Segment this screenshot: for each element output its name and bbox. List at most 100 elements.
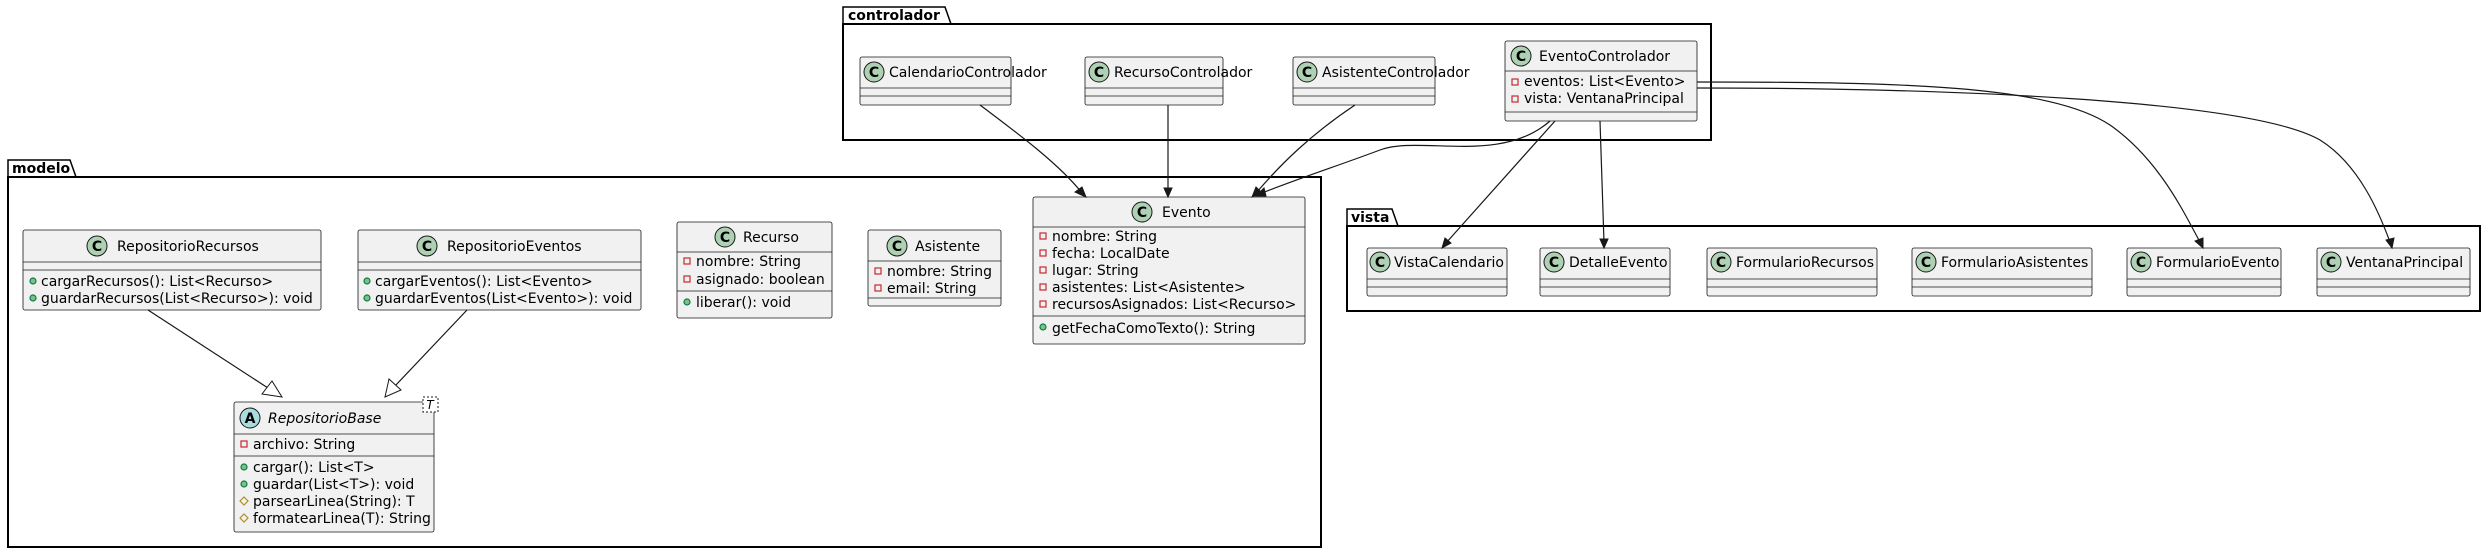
class-name: Recurso: [743, 230, 799, 246]
arrowhead: [1163, 187, 1173, 199]
class-field: archivo: String: [253, 437, 355, 453]
class-asistente[interactable]: C Asistente nombre: String email: String: [867, 229, 1002, 307]
class-detalle-evento[interactable]: C DetalleEvento: [1539, 247, 1671, 297]
private-visibility-icon: [1039, 232, 1047, 240]
class-ventana-principal[interactable]: C VentanaPrincipal: [2316, 247, 2471, 297]
class-field: vista: VentanaPrincipal: [1524, 91, 1684, 107]
class-name: AsistenteControlador: [1322, 65, 1470, 81]
class-box: [2316, 247, 2471, 297]
class-asistente-controlador[interactable]: C AsistenteControlador: [1292, 56, 1470, 106]
package-vista: vista: [1346, 208, 2481, 312]
class-box: [1539, 247, 1671, 297]
class-field: email: String: [887, 281, 977, 297]
edge-inherit-eventos: [394, 309, 468, 387]
class-name: CalendarioControlador: [889, 65, 1047, 81]
class-calendario-controlador[interactable]: C CalendarioControlador: [859, 56, 1047, 106]
class-stereotype-icon: [886, 235, 908, 257]
class-stereotype-icon: [1369, 251, 1391, 273]
class-field: lugar: String: [1052, 263, 1139, 279]
class-name: RepositorioBase: [268, 411, 381, 427]
class-box: [676, 221, 833, 319]
class-name: EventoControlador: [1539, 49, 1670, 65]
class-formulario-evento[interactable]: C FormularioEvento: [2126, 247, 2282, 297]
public-visibility-icon: [29, 277, 37, 285]
class-stereotype-icon: [1131, 201, 1153, 223]
class-name: VentanaPrincipal: [2346, 255, 2463, 271]
class-stereotype-icon: [1710, 251, 1732, 273]
class-stereotype-letter: C: [1716, 255, 1726, 271]
private-visibility-icon: [240, 440, 248, 448]
class-method: liberar(): void: [696, 295, 791, 311]
class-stereotype-letter: C: [1549, 255, 1559, 271]
class-repositorio-base[interactable]: A RepositorioBase T archivo: String carg…: [233, 396, 439, 533]
public-visibility-icon: [683, 298, 691, 306]
package-modelo-frame: [7, 176, 1322, 548]
class-stereotype-icon: [2130, 251, 2152, 273]
class-field: eventos: List<Evento>: [1524, 74, 1686, 90]
edge-calendario-to-evento: [979, 104, 1083, 194]
private-visibility-icon: [1039, 283, 1047, 291]
class-box: [1504, 40, 1698, 122]
class-repositorio-recursos[interactable]: C RepositorioRecursos cargarRecursos(): …: [22, 229, 322, 311]
inheritance-arrowhead: [261, 380, 283, 398]
class-box: [859, 56, 1012, 106]
public-visibility-icon: [240, 463, 248, 471]
class-stereotype-icon: [1543, 251, 1565, 273]
class-stereotype-letter: C: [1375, 255, 1385, 271]
private-visibility-icon: [1039, 249, 1047, 257]
class-box: [1366, 247, 1508, 297]
type-parameter-box: [422, 396, 439, 413]
class-field: nombre: String: [696, 254, 801, 270]
public-visibility-icon: [363, 277, 371, 285]
package-modelo-label: modelo: [12, 161, 71, 177]
class-method: guardarEventos(List<Evento>): void: [375, 291, 632, 307]
class-name: RecursoControlador: [1114, 65, 1253, 81]
private-visibility-icon: [1511, 95, 1519, 103]
abstract-class-icon: [239, 407, 261, 429]
class-repositorio-eventos[interactable]: C RepositorioEventos cargarEventos(): Li…: [357, 229, 642, 311]
class-stereotype-letter: C: [1302, 65, 1312, 81]
class-evento-controlador[interactable]: C EventoControlador eventos: List<Evento…: [1504, 40, 1698, 122]
class-stereotype-letter: C: [869, 65, 879, 81]
class-formulario-asistentes[interactable]: C FormularioAsistentes: [1911, 247, 2093, 297]
class-field: asignado: boolean: [696, 272, 825, 288]
package-controlador-label: controlador: [848, 8, 940, 24]
class-recurso-controlador[interactable]: C RecursoControlador: [1084, 56, 1253, 106]
class-recurso[interactable]: C Recurso nombre: String asignado: boole…: [676, 221, 833, 319]
class-formulario-recursos[interactable]: C FormularioRecursos: [1706, 247, 1878, 297]
edge-to-ventana-principal: [1696, 87, 2391, 243]
class-name: RepositorioEventos: [447, 239, 582, 255]
class-stereotype-letter: C: [892, 239, 902, 255]
class-name: DetalleEvento: [1569, 255, 1668, 271]
class-stereotype-letter: C: [92, 239, 102, 255]
class-name: FormularioAsistentes: [1941, 255, 2088, 271]
class-stereotype-letter: C: [1921, 255, 1931, 271]
class-evento[interactable]: C Evento nombre: String fecha: LocalDate…: [1032, 196, 1306, 345]
edge-inherit-recursos: [147, 309, 269, 389]
class-stereotype-icon: [863, 61, 885, 83]
class-stereotype-icon: [714, 226, 736, 248]
package-vista-frame: [1346, 225, 2481, 312]
private-visibility-icon: [874, 267, 882, 275]
class-field: nombre: String: [887, 264, 992, 280]
class-method: formatearLinea(T): String: [253, 511, 431, 527]
class-stereotype-letter: C: [2136, 255, 2146, 271]
class-name: FormularioEvento: [2156, 255, 2280, 271]
package-modelo: modelo: [7, 159, 1322, 548]
type-parameter: T: [426, 398, 435, 412]
class-box: [1084, 56, 1224, 106]
class-box: [233, 401, 435, 533]
inheritance-arrowhead: [384, 378, 402, 398]
class-method: cargar(): List<T>: [253, 460, 375, 476]
protected-visibility-icon: [239, 513, 249, 523]
class-vista-calendario[interactable]: C VistaCalendario: [1366, 247, 1508, 297]
class-stereotype-icon: [416, 235, 438, 257]
class-stereotype-icon: [2320, 251, 2342, 273]
relationships: [147, 81, 2395, 398]
package-vista-label: vista: [1351, 210, 1389, 226]
class-name: Evento: [1162, 205, 1211, 221]
arrowhead: [2194, 237, 2204, 250]
class-name: FormularioRecursos: [1736, 255, 1874, 271]
private-visibility-icon: [683, 257, 691, 265]
